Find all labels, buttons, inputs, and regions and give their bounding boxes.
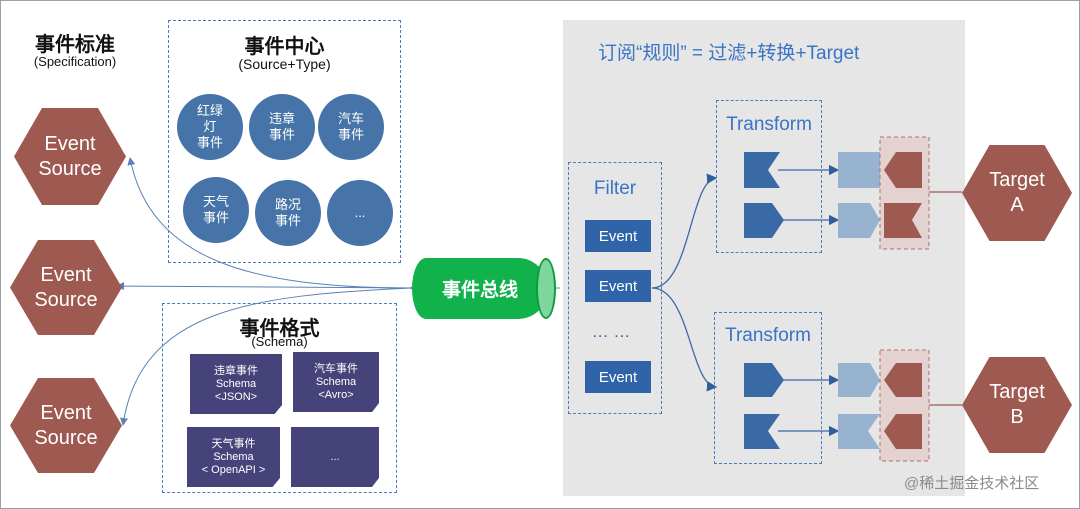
subscription-title: 订阅“规则” = 过滤+转换+Target <box>598 43 860 64</box>
event-type-circle: 汽车 事件 <box>318 94 384 160</box>
filter-event: Event <box>585 220 651 252</box>
event-bus-label: 事件总线 <box>441 280 518 301</box>
filter-box <box>568 162 662 414</box>
schema-subtitle: (Schema) <box>251 334 308 349</box>
transform-input-flag <box>744 203 784 238</box>
event-center-subtitle: (Source+Type) <box>238 56 331 72</box>
event-bus-cylinder: 事件总线 <box>412 258 548 319</box>
event-bus-cap <box>536 258 556 319</box>
filter-title: Filter <box>593 178 637 199</box>
event-type-circle: 红绿 灯 事件 <box>177 94 243 160</box>
transform-input-flag <box>744 152 780 188</box>
watermark: @稀土掘金技术社区 <box>904 475 1040 492</box>
transform-box <box>714 312 822 464</box>
event-source-hexagon: Event Source <box>10 378 122 473</box>
transform-title: Transform <box>726 114 812 135</box>
target-flag <box>884 203 922 238</box>
transform-input-flag <box>744 414 780 449</box>
transform-title: Transform <box>725 325 811 346</box>
filter-event: Event <box>585 270 651 302</box>
target-flag <box>884 414 922 449</box>
schema-title: 事件格式 <box>239 318 320 340</box>
target-flag <box>884 152 922 188</box>
event-type-circle: 违章 事件 <box>249 94 315 160</box>
transform-box <box>716 100 822 253</box>
event-type-circle: 路况 事件 <box>255 180 321 246</box>
transform-input-flag <box>744 363 784 397</box>
schema-card: 违章事件 Schema <JSON> <box>190 354 282 414</box>
filter-event: Event <box>585 361 651 393</box>
target-flag <box>884 363 922 397</box>
schema-box <box>162 303 397 493</box>
standard-subtitle: (Specification) <box>33 54 117 69</box>
event-type-circle: 天气 事件 <box>183 177 249 243</box>
schema-card: ... <box>291 427 379 487</box>
filter-ellipsis: … … <box>591 322 631 341</box>
transform-output-flag <box>838 203 880 238</box>
standard-title: 事件标准 <box>35 34 115 56</box>
event-type-circle: ... <box>327 180 393 246</box>
schema-card: 汽车事件 Schema <Avro> <box>293 352 379 412</box>
transform-output-flag <box>838 414 880 449</box>
event-center-box <box>168 20 401 263</box>
event-center-title: 事件中心 <box>244 36 325 58</box>
schema-card: 天气事件 Schema < OpenAPI > <box>187 427 280 487</box>
transform-output-flag <box>838 152 880 188</box>
transform-output-flag <box>838 363 880 397</box>
